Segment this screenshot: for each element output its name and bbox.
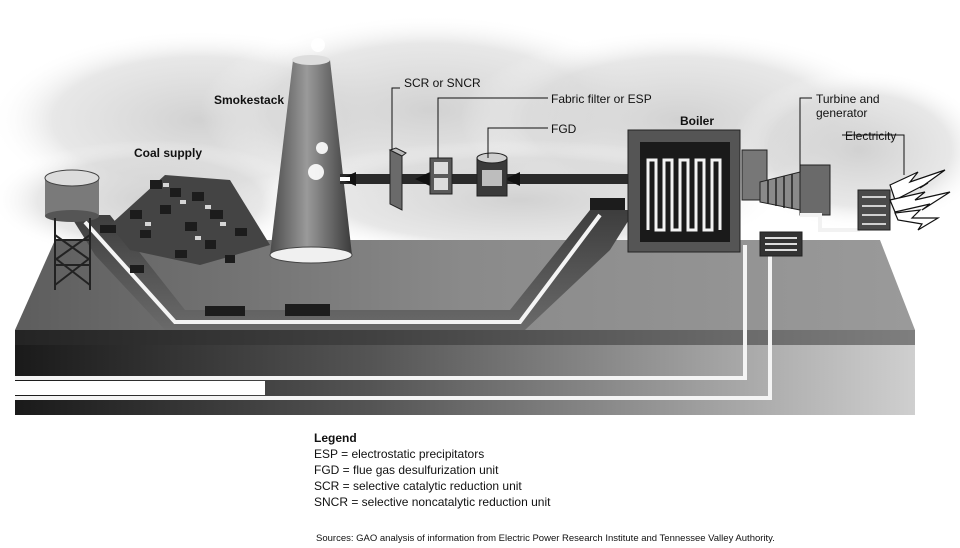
- turbine-generator: [759, 164, 891, 232]
- legend: Legend ESP = electrostatic precipitators…: [314, 430, 550, 510]
- fabric-filter-label: Fabric filter or ESP: [551, 92, 652, 106]
- smokestack-label: Smokestack: [214, 93, 285, 107]
- legend-title: Legend: [314, 431, 357, 445]
- coal-pile: [110, 175, 270, 265]
- scr-sncr-label: SCR or SNCR: [404, 76, 481, 90]
- coal-silo: [44, 169, 100, 290]
- coal-supply-label: Coal supply: [134, 146, 203, 160]
- sources-note: Sources: GAO analysis of information fro…: [316, 533, 775, 544]
- smokestack: [269, 38, 353, 264]
- boiler-label: Boiler: [680, 114, 715, 128]
- legend-item: FGD = flue gas desulfurization unit: [314, 463, 499, 477]
- boiler: [627, 129, 803, 257]
- scr-sncr-unit: [388, 147, 407, 211]
- legend-item: ESP = electrostatic precipitators: [314, 447, 485, 461]
- leader-lines: [391, 87, 905, 175]
- fgd-label: FGD: [551, 122, 577, 136]
- fabric-filter-unit: [429, 157, 453, 195]
- coal-on-conveyor: [100, 198, 625, 316]
- turbine-generator-label: Turbine and generator: [816, 92, 880, 120]
- electricity-bolts: [889, 169, 951, 231]
- fgd-unit: [476, 152, 508, 197]
- legend-item: SNCR = selective noncatalytic reduction …: [314, 495, 551, 509]
- legend-item: SCR = selective catalytic reduction unit: [314, 479, 522, 493]
- electricity-label: Electricity: [845, 129, 897, 143]
